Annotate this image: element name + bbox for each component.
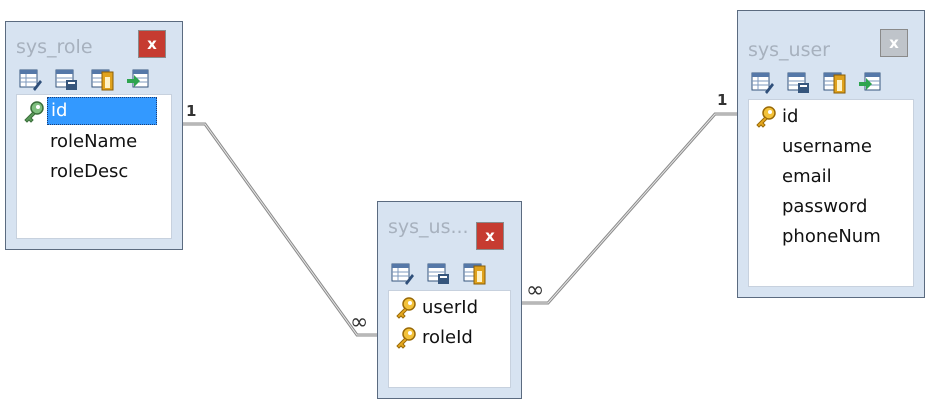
field-row[interactable]: email <box>749 162 913 190</box>
close-button[interactable]: x <box>476 222 504 250</box>
table-edit-icon[interactable] <box>750 70 774 94</box>
table-edit-icon[interactable] <box>390 261 414 285</box>
field-name: id <box>782 105 799 127</box>
close-icon: x <box>889 34 899 52</box>
field-list: userId roleId <box>388 290 511 388</box>
table-toolbar <box>390 260 486 286</box>
primary-key-icon <box>396 297 416 319</box>
table-edit-icon[interactable] <box>18 67 42 91</box>
table-title: sys_user <box>748 39 830 61</box>
close-button[interactable]: x <box>138 30 166 58</box>
table-key-icon[interactable] <box>90 67 114 91</box>
close-icon: x <box>147 35 157 53</box>
field-row[interactable]: userId <box>389 293 510 321</box>
table-title: sys_us... <box>388 216 469 238</box>
field-row[interactable]: roleId <box>389 323 510 351</box>
field-row[interactable]: phoneNum <box>749 222 913 250</box>
field-name: roleDesc <box>50 160 129 182</box>
close-button[interactable]: x <box>880 29 908 57</box>
table-view-icon[interactable] <box>426 261 450 285</box>
field-row[interactable]: password <box>749 192 913 220</box>
cardinality-one-label: 1 <box>717 91 728 109</box>
table-toolbar <box>750 69 882 95</box>
table-key-icon[interactable] <box>462 261 486 285</box>
field-name: password <box>782 195 868 217</box>
table-view-icon[interactable] <box>54 67 78 91</box>
field-name: email <box>782 165 832 187</box>
table-window-sys-user-role[interactable]: sys_us... x userId roleId <box>377 201 522 399</box>
table-toolbar <box>18 66 150 92</box>
field-name: id <box>47 97 157 125</box>
field-name: roleName <box>50 130 138 152</box>
close-icon: x <box>485 227 495 245</box>
table-title: sys_role <box>16 36 93 58</box>
primary-key-icon <box>756 106 776 128</box>
table-key-icon[interactable] <box>822 70 846 94</box>
table-window-sys-role[interactable]: sys_role x id roleName roleDesc <box>5 21 183 250</box>
field-list: id username email password phoneNum <box>748 99 914 287</box>
field-row[interactable]: id <box>749 102 913 130</box>
field-row[interactable]: roleName <box>17 127 171 155</box>
field-row[interactable]: username <box>749 132 913 160</box>
field-name: roleId <box>422 326 473 348</box>
table-add-icon[interactable] <box>126 67 150 91</box>
cardinality-many-label: ∞ <box>350 310 369 335</box>
field-list: id roleName roleDesc <box>16 94 172 239</box>
cardinality-one-label: 1 <box>186 102 197 120</box>
relation-role-userrole <box>175 122 377 337</box>
field-name: phoneNum <box>782 225 881 247</box>
table-view-icon[interactable] <box>786 70 810 94</box>
primary-key-icon <box>396 327 416 349</box>
field-name: username <box>782 135 872 157</box>
field-row[interactable]: id <box>17 97 171 125</box>
relation-user-userrole <box>522 112 737 305</box>
table-add-icon[interactable] <box>858 70 882 94</box>
field-row[interactable]: roleDesc <box>17 157 171 185</box>
primary-key-icon <box>24 101 44 123</box>
field-name: userId <box>422 296 478 318</box>
cardinality-many-label: ∞ <box>526 278 545 303</box>
table-window-sys-user[interactable]: sys_user x id username email password ph… <box>737 10 925 298</box>
